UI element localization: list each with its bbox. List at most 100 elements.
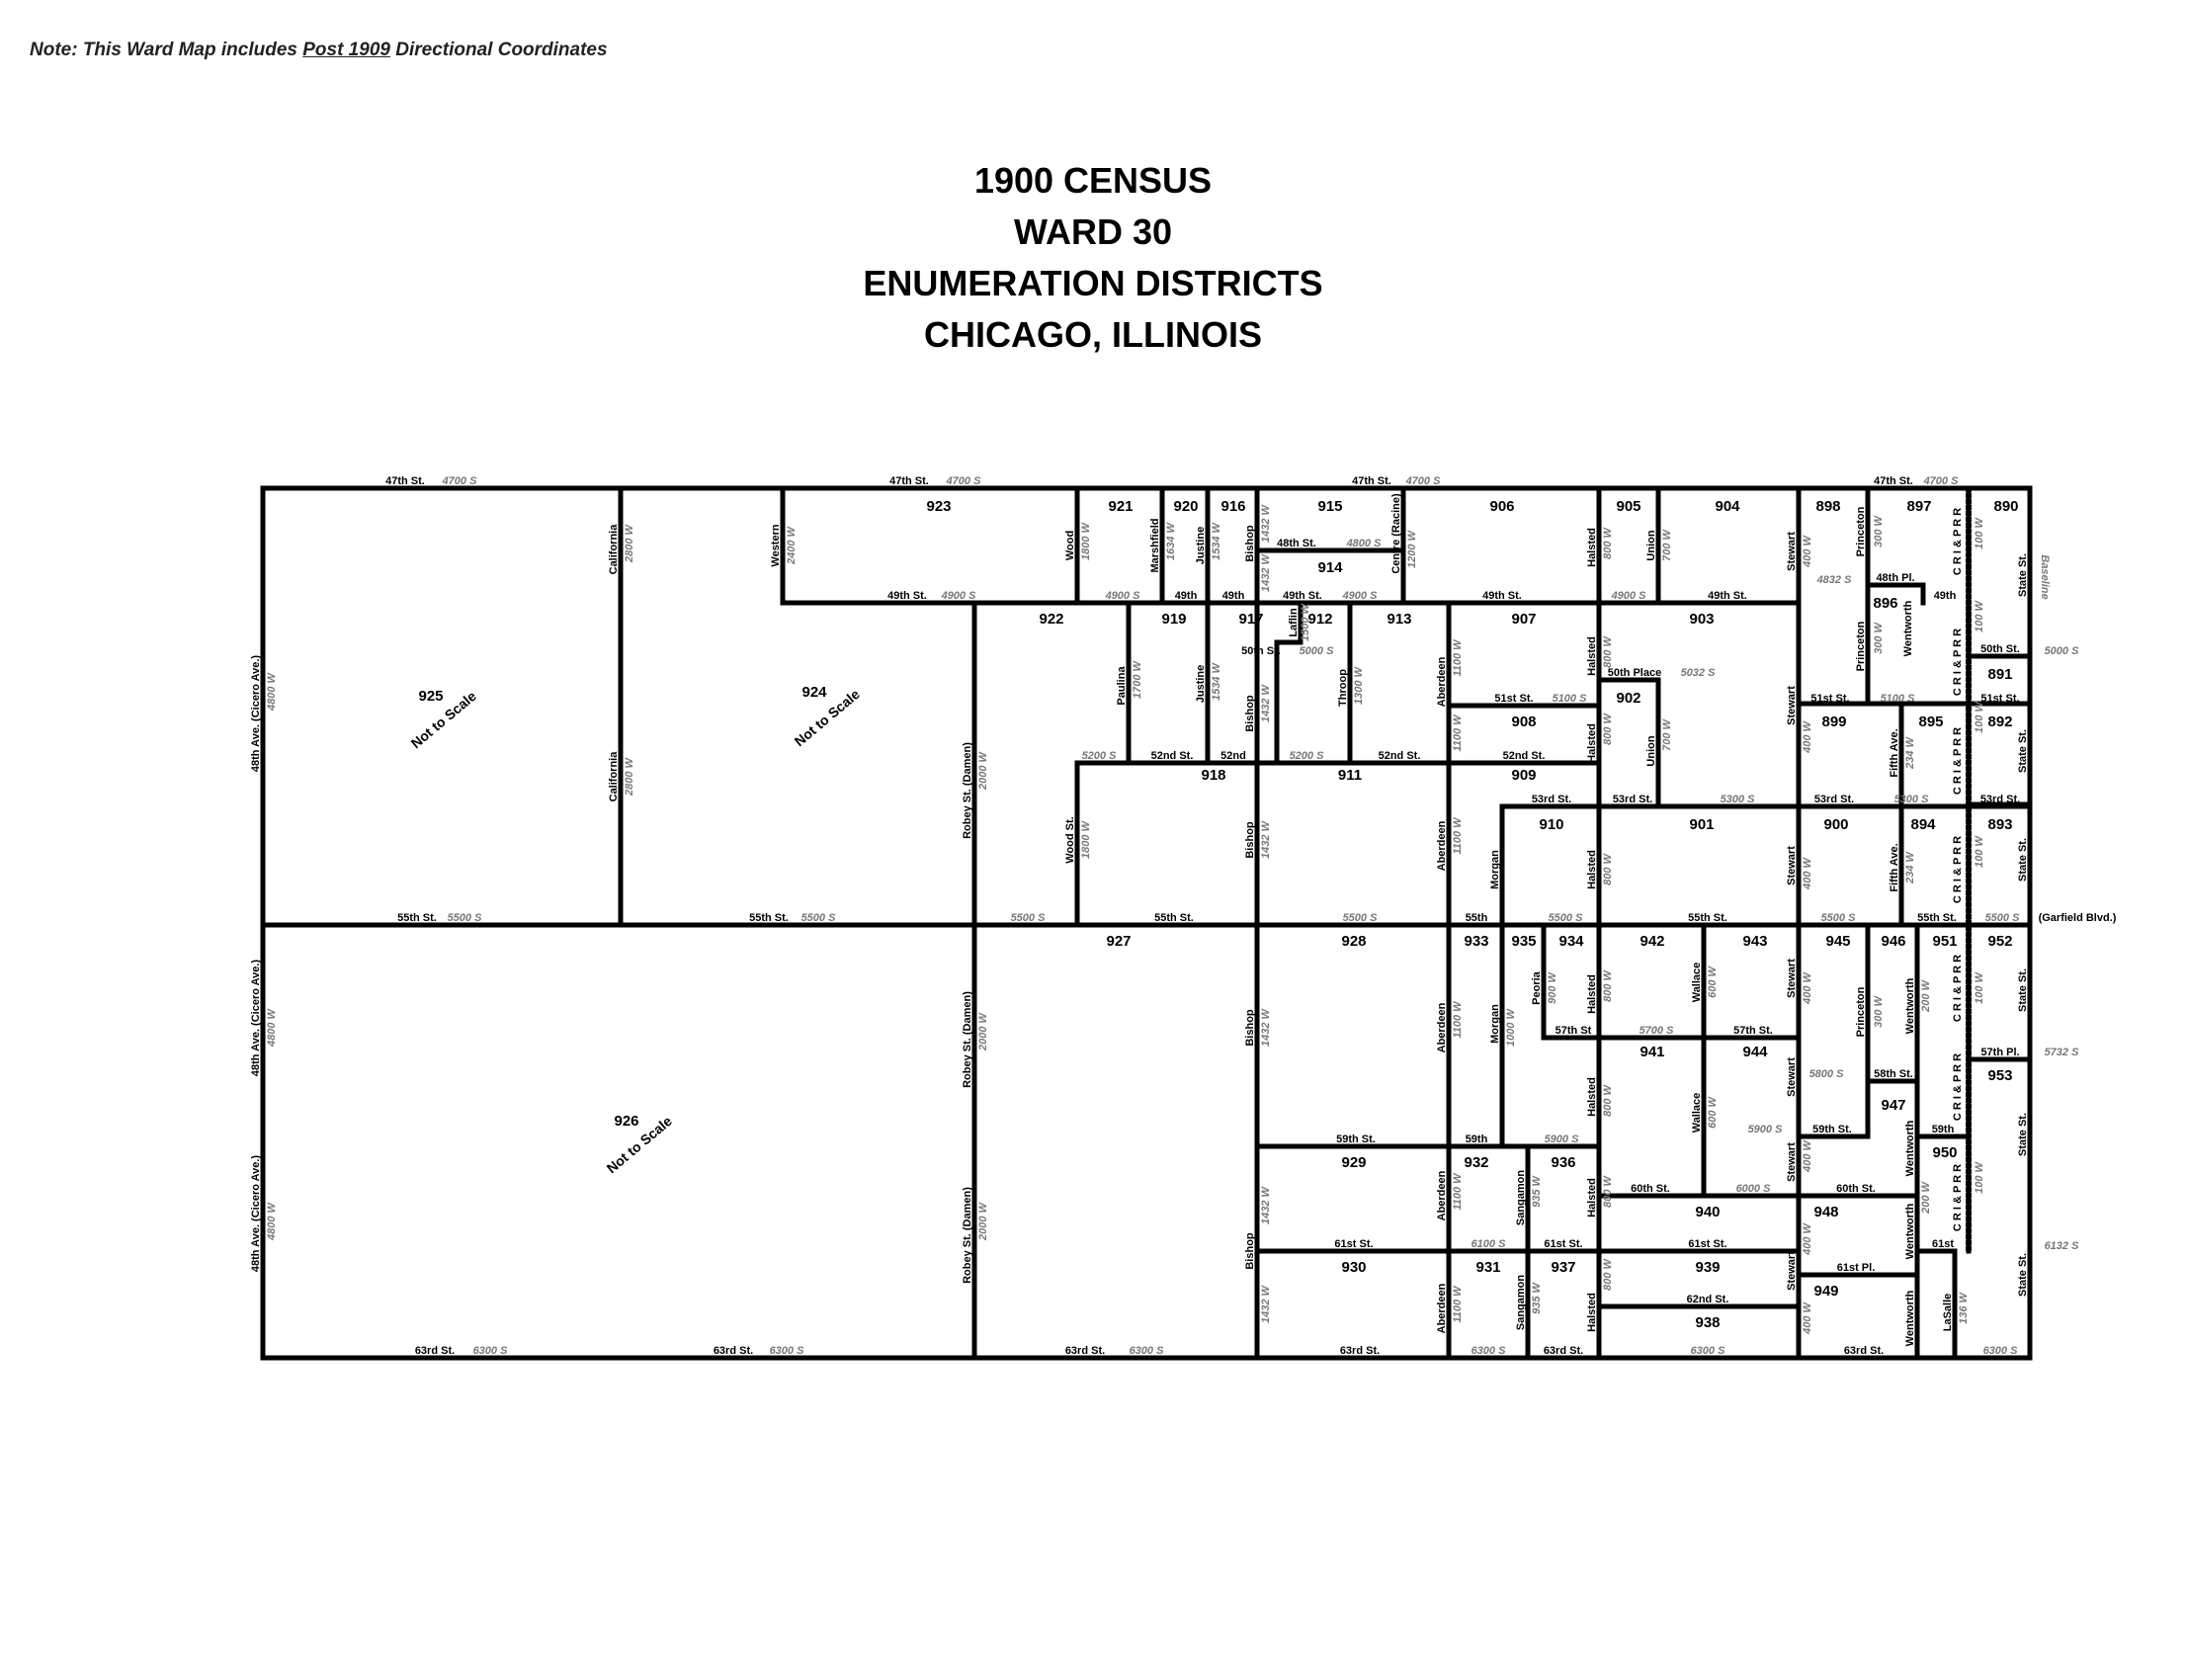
- street-label-robey-800: Robey St. (Damen): [962, 742, 973, 839]
- street-label-s55-1728: 55th St.: [1688, 912, 1727, 924]
- street-label-c136w-1324: 136 W: [1958, 1291, 1970, 1323]
- district-918: 918: [1201, 767, 1225, 784]
- street-label-c1432w-1220: 1432 W: [1260, 1185, 1272, 1224]
- title-line-3: ENUMERATION DISTRICTS: [863, 263, 1323, 303]
- street-label-c6100-1506: 6100 S: [1471, 1238, 1507, 1250]
- street-label-princeton-1024: Princeton: [1855, 986, 1867, 1037]
- district-936: 936: [1551, 1154, 1575, 1171]
- street-label-c1634w-548: 1634 W: [1165, 521, 1177, 560]
- district-930: 930: [1341, 1259, 1366, 1276]
- note-prefix: Note: This Ward Map includes: [30, 40, 303, 60]
- street-label-morgan-880: Morgan: [1489, 850, 1501, 889]
- district-926: 926: [614, 1113, 638, 1130]
- street-label-robey-1250: Robey St. (Damen): [962, 1187, 973, 1284]
- street-label-s53-1570: 53rd St.: [1532, 794, 1571, 805]
- street-label-c1534w-690: 1534 W: [1211, 661, 1222, 701]
- street-label-s49-1520: 49th St.: [1482, 590, 1522, 602]
- street-label-c1100w-1206: 1100 W: [1452, 1172, 1464, 1211]
- district-907: 907: [1511, 611, 1536, 628]
- street-label-c2800w-550: 2800 W: [624, 523, 635, 563]
- street-label-c5700-1676: 5700 S: [1640, 1025, 1675, 1037]
- district-945: 945: [1825, 933, 1850, 950]
- street-label-stewart-1286: Stewart: [1786, 1251, 1798, 1291]
- street-label-s50-1276: 50th St.: [1241, 645, 1281, 657]
- street-label-c935w-1314: 935 W: [1531, 1281, 1543, 1313]
- district-941: 941: [1640, 1044, 1664, 1060]
- street-label-s62-1728: 62nd St.: [1687, 1294, 1729, 1305]
- district-940: 940: [1695, 1204, 1720, 1220]
- street-label-s55-422: 55th St.: [397, 912, 437, 924]
- street-label-c1100w-1032: 1100 W: [1452, 1000, 1464, 1039]
- street-label-c4700-1964: 4700 S: [1923, 475, 1960, 487]
- street-label-s57pl-2024: 57th Pl.: [1980, 1047, 2019, 1058]
- street-label-halsted-1006: Halsted: [1586, 974, 1598, 1014]
- district-891: 891: [1987, 666, 2012, 683]
- street-label-c200w-1212: 200 W: [1920, 1180, 1932, 1214]
- district-911: 911: [1338, 767, 1362, 784]
- street-label-c6300-2024: 6300 S: [1983, 1345, 2019, 1357]
- street-label-c5500-1040: 5500 S: [1011, 912, 1047, 924]
- street-label-bishop-850: Bishop: [1244, 821, 1256, 859]
- district-921: 921: [1108, 498, 1133, 515]
- street-label-c100w-540: 100 W: [1974, 516, 1985, 548]
- street-label-wallace-1126: Wallace: [1691, 1093, 1703, 1134]
- street-label-c1432w-1040: 1432 W: [1260, 1007, 1272, 1047]
- district-899: 899: [1821, 714, 1846, 730]
- street-label-s55-1188: 55th St.: [1154, 912, 1194, 924]
- district-928: 928: [1341, 933, 1366, 950]
- street-label-wentworth-1334: Wentworth: [1904, 1290, 1916, 1346]
- street-label-c4900-970: 4900 S: [941, 590, 977, 602]
- street-label-s59-1372: 59th St.: [1336, 1134, 1376, 1145]
- street-label-c300w-1024: 300 W: [1873, 994, 1885, 1027]
- street-label-sangamon-1212: Sangamon: [1515, 1170, 1527, 1226]
- street-label-c100w-1192: 100 W: [1974, 1160, 1985, 1193]
- district-boundaries: [260, 485, 2033, 1361]
- street-label-s57-1592: 57th St: [1555, 1025, 1592, 1037]
- street-label-s49-1748: 49th St.: [1708, 590, 1747, 602]
- street-label-princeton-538: Princeton: [1855, 506, 1867, 556]
- street-label-s60-1878: 60th St.: [1836, 1183, 1876, 1195]
- street-label-c1432w-1320: 1432 W: [1260, 1284, 1272, 1323]
- street-label-c1100w-742: 1100 W: [1452, 714, 1464, 752]
- street-label-s63-1886: 63rd St.: [1844, 1345, 1884, 1357]
- street-label-robey-1052: Robey St. (Damen): [962, 991, 973, 1088]
- street-label-c5200-1322: 5200 S: [1290, 750, 1325, 762]
- district-898: 898: [1815, 498, 1840, 515]
- street-label-laflin-630: Laflin: [1288, 608, 1300, 637]
- street-label-marshfield-552: Marshfield: [1149, 518, 1161, 572]
- district-953: 953: [1987, 1067, 2012, 1084]
- street-label-throop-696: Throop: [1337, 669, 1349, 707]
- street-label-c1800w-850: 1800 W: [1080, 819, 1092, 859]
- district-932: 932: [1464, 1154, 1488, 1171]
- street-label-s61-1370: 61st St.: [1334, 1238, 1373, 1250]
- street-label-c234w-878: 234 W: [1904, 850, 1916, 883]
- street-label-c800w-1114: 800 W: [1602, 1083, 1614, 1116]
- street-label-s61short-1966: 61st: [1932, 1238, 1954, 1250]
- street-label-rr-880: C R I & P R R: [1952, 836, 1964, 903]
- street-label-s49-1318: 49th St.: [1283, 590, 1322, 602]
- street-label-wallace-994: Wallace: [1691, 963, 1703, 1003]
- street-label-paulina-694: Paulina: [1116, 666, 1128, 706]
- street-label-rr-1000: C R I & P R R: [1952, 955, 1964, 1022]
- district-924: 924: [801, 684, 827, 701]
- district-890: 890: [1993, 498, 2018, 515]
- street-label-c700w-552: 700 W: [1661, 528, 1673, 560]
- street-label-s55-778: 55th St.: [749, 912, 789, 924]
- street-label-c2400w-552: 2400 W: [786, 525, 798, 565]
- district-893: 893: [1987, 816, 2012, 833]
- street-label-aberdeen-856: Aberdeen: [1436, 820, 1448, 871]
- street-label-s60-1670: 60th St.: [1631, 1183, 1670, 1195]
- street-label-c1100w-846: 1100 W: [1452, 816, 1464, 855]
- district-916: 916: [1220, 498, 1245, 515]
- street-label-c4900-1648: 4900 S: [1611, 590, 1647, 602]
- street-label-c6300-796: 6300 S: [770, 1345, 805, 1357]
- street-label-s47-410: 47th St.: [385, 475, 425, 487]
- street-label-c5500-1376: 5500 S: [1343, 912, 1379, 924]
- street-label-union-760: Union: [1645, 735, 1657, 766]
- street-label-s61pl-1878: 61st Pl.: [1837, 1262, 1876, 1274]
- street-label-woodst-850: Wood St.: [1064, 816, 1076, 863]
- street-label-c5300-1934: 5300 S: [1894, 794, 1930, 805]
- title-line-1: 1900 CENSUS: [973, 160, 1213, 201]
- district-947: 947: [1881, 1097, 1905, 1114]
- street-label-s53-1856: 53rd St.: [1814, 794, 1854, 805]
